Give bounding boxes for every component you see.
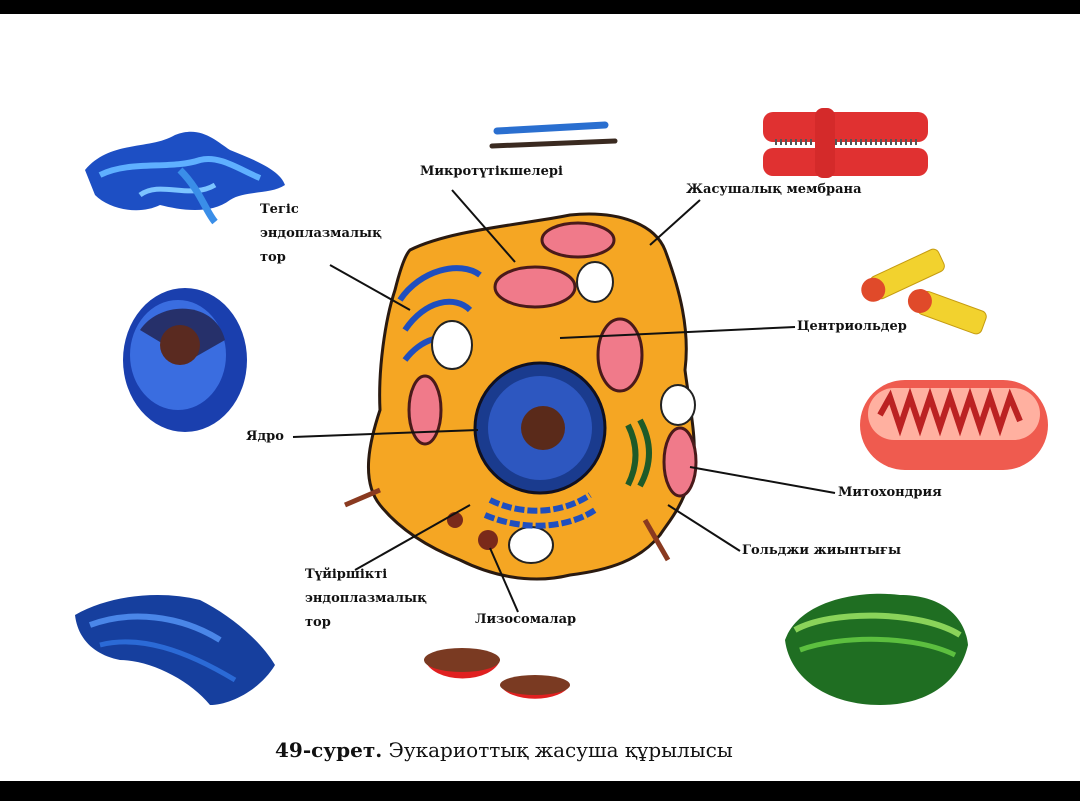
figure-caption: 49-сурет. Эукариоттық жасуша құрылысы xyxy=(275,738,733,762)
label-rough-er-line-1: Түйіршікті xyxy=(305,567,388,582)
mitochondrion-illustration xyxy=(860,380,1048,470)
label-smooth-er: Тегіс эндоплазмалық тор xyxy=(260,198,382,270)
rough-er-illustration xyxy=(75,595,275,705)
figure-number: 49-сурет. xyxy=(275,738,383,762)
bottom-black-bar xyxy=(0,781,1080,801)
label-rough-er-line-3: тор xyxy=(305,615,331,630)
top-black-bar xyxy=(0,0,1080,14)
label-golgi: Гольджи жиынтығы xyxy=(742,543,901,558)
lysosome-illustration xyxy=(424,648,570,699)
label-cell-membrane: Жасушалық мембрана xyxy=(686,182,862,197)
label-rough-er: Түйіршікті эндоплазмалық тор xyxy=(305,563,427,635)
membrane-illustration xyxy=(763,108,928,178)
label-nucleus: Ядро xyxy=(246,429,284,444)
centrioles-illustration xyxy=(861,248,987,335)
rough-er-in-cell xyxy=(483,492,597,529)
nucleus-in-cell xyxy=(473,361,607,495)
label-smooth-er-line-2: эндоплазмалық xyxy=(260,226,382,241)
label-smooth-er-line-1: Тегіс xyxy=(260,202,299,217)
label-microtubules: Микротүтікшелері xyxy=(420,164,563,179)
label-smooth-er-line-3: тор xyxy=(260,250,286,265)
label-mitochondria: Митохондрия xyxy=(838,485,942,500)
label-rough-er-line-2: эндоплазмалық xyxy=(305,591,427,606)
figure-title: Эукариоттық жасуша құрылысы xyxy=(388,738,733,762)
microtubules-illustration xyxy=(489,121,618,149)
smooth-er-illustration xyxy=(85,131,285,225)
golgi-in-cell xyxy=(625,418,652,488)
leader-lines xyxy=(292,189,836,613)
animal-cell xyxy=(344,212,698,581)
label-lysosomes: Лизосомалар xyxy=(475,612,577,627)
label-centrioles: Центриольдер xyxy=(797,319,907,334)
vacuoles-in-cell xyxy=(431,261,696,564)
golgi-illustration xyxy=(785,593,968,705)
mitochondria-in-cell xyxy=(407,221,698,498)
nucleus-illustration xyxy=(123,288,247,432)
